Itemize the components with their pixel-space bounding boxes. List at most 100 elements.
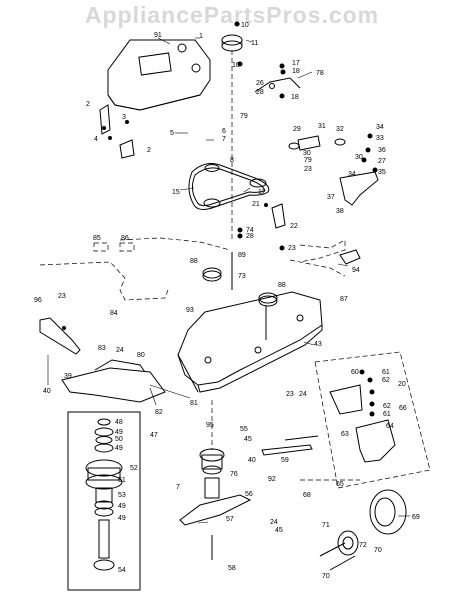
callout-label: 23: [304, 166, 312, 173]
callout-label: 32: [336, 126, 344, 133]
callout-label: 61: [382, 369, 390, 376]
callout-label: 54: [118, 567, 126, 574]
callout-label: 36: [378, 147, 386, 154]
watermark: AppliancePartsPros.com: [84, 2, 380, 28]
callout-label: 48: [115, 419, 123, 426]
callout-label: 30: [303, 150, 311, 157]
callout-label: 81: [190, 400, 198, 407]
callout-label: 63: [341, 431, 349, 438]
callout-label: 71: [322, 522, 330, 529]
callout-label: 94: [352, 267, 360, 274]
callout-label: 17: [292, 60, 300, 67]
callout-label: 58: [228, 565, 236, 572]
callout-label: 33: [376, 135, 384, 142]
callout-label: 18: [291, 94, 299, 101]
callout-label: 74: [246, 227, 254, 234]
callout-label: 10: [232, 62, 240, 69]
callout-label: 70: [374, 547, 382, 554]
callout-label: 88: [278, 282, 286, 289]
callout-label: 27: [378, 158, 386, 165]
callout-label: 70: [322, 573, 330, 580]
callout-label: 39: [64, 373, 72, 380]
callout-label: 24: [299, 391, 307, 398]
callout-label: 49: [115, 445, 123, 452]
callout-label: 56: [245, 491, 253, 498]
callout-label: 31: [318, 123, 326, 130]
callout-label: 88: [190, 258, 198, 265]
callout-label: 62: [383, 403, 391, 410]
callout-label: 26: [256, 80, 264, 87]
callout-label: 72: [359, 542, 367, 549]
callout-label: 64: [386, 423, 394, 430]
callout-label: 49: [118, 515, 126, 522]
callout-label: 40: [43, 388, 51, 395]
callout-label: 55: [240, 426, 248, 433]
callout-label: 93: [186, 307, 194, 314]
gauge-wheel-part: [300, 479, 407, 571]
callout-label: 23: [286, 391, 294, 398]
callout-label: 73: [238, 273, 246, 280]
callout-label: 15: [172, 189, 180, 196]
callout-label: 23: [288, 245, 296, 252]
callout-label: 40: [248, 457, 256, 464]
callout-label: 2: [147, 147, 151, 154]
callout-label: 45: [244, 436, 252, 443]
callout-label: 60: [351, 369, 359, 376]
left-bracket-parts: [99, 104, 135, 159]
callout-label: 68: [303, 492, 311, 499]
callout-label: 1: [199, 33, 203, 40]
top-cover-part: [107, 39, 211, 111]
callout-label: 83: [98, 345, 106, 352]
callout-label: 38: [336, 208, 344, 215]
callout-label: 8: [230, 157, 234, 164]
rear-linkage-part: [288, 133, 379, 206]
callout-label: 52: [130, 465, 138, 472]
callout-label: 84: [110, 310, 118, 317]
callout-label: 43: [314, 341, 322, 348]
callout-labels: 1 91 10 11 10 17 18 78 26 28 18 2 3 4 2 …: [34, 22, 420, 580]
callout-label: 21: [252, 201, 260, 208]
callout-label: 87: [340, 296, 348, 303]
callout-label: 66: [399, 405, 407, 412]
callout-label: 35: [378, 169, 386, 176]
callout-label: 7: [176, 484, 180, 491]
callout-label: 79: [240, 113, 248, 120]
center-spindle-blade: [179, 400, 252, 560]
top-pulley-part: [221, 21, 243, 240]
callout-label: 86: [121, 235, 129, 242]
callout-label: 49: [115, 429, 123, 436]
mower-deck-part: [177, 291, 323, 393]
callout-label: 4: [94, 136, 98, 143]
crossbar-part: [261, 435, 319, 456]
callout-label: 11: [251, 40, 258, 47]
callout-label: 96: [34, 297, 42, 304]
deck-outline-dashed: [39, 237, 361, 301]
callout-label: 89: [238, 252, 246, 259]
callout-label: 3: [122, 114, 126, 121]
callout-label: 53: [118, 492, 126, 499]
callout-label: 10: [241, 22, 249, 29]
callout-label: 61: [383, 411, 391, 418]
callout-label: 30: [355, 154, 363, 161]
callout-label: 50: [115, 436, 123, 443]
callout-label: 12: [258, 189, 266, 196]
callout-label: 59: [281, 457, 289, 464]
callout-label: 37: [327, 194, 335, 201]
callout-label: 95: [206, 422, 214, 429]
callout-label: 57: [226, 516, 234, 523]
callout-label: 78: [316, 70, 324, 77]
right-bracket-assembly: [314, 351, 431, 489]
leader-lines: [149, 23, 410, 524]
callout-label: 34: [348, 171, 356, 178]
spindle-pulleys: [202, 252, 278, 340]
callout-label: 24: [270, 519, 278, 526]
callout-label: 29: [293, 126, 301, 133]
callout-label: 20: [398, 381, 406, 388]
callout-label: 79: [304, 157, 312, 164]
callout-label: 92: [268, 476, 276, 483]
linkage-arm-part: [254, 63, 301, 99]
callout-label: 28: [246, 233, 254, 240]
callout-label: 51: [118, 477, 126, 484]
callout-label: 6: [222, 128, 226, 135]
spindle-assembly: [67, 411, 141, 591]
